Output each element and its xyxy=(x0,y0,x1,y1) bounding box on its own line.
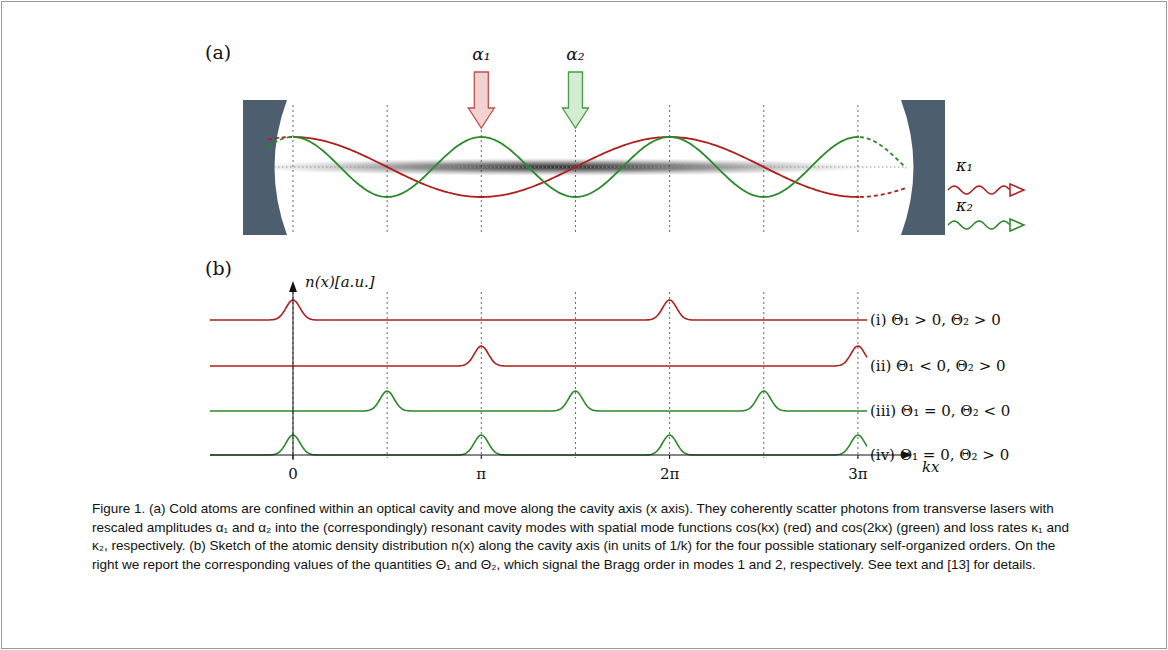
figure-label: n(x)[a.u.] xyxy=(305,274,375,291)
arrow-head xyxy=(1010,184,1024,196)
density-profile xyxy=(210,346,867,366)
arrow-head xyxy=(1010,219,1024,231)
axis-tick xyxy=(481,455,482,459)
axis-tick xyxy=(669,455,670,459)
density-axis xyxy=(293,290,294,460)
kx-axis xyxy=(210,455,902,456)
figure-label: 3π xyxy=(848,466,867,483)
density-profile xyxy=(210,391,867,411)
pump-arrow xyxy=(562,72,588,128)
figure-label: α₂ xyxy=(566,45,584,64)
figure-label: α₁ xyxy=(472,45,490,64)
figure-label: (a) xyxy=(205,42,231,63)
figure-label: (b) xyxy=(205,258,232,279)
mode-function xyxy=(293,137,859,197)
guide-lines xyxy=(293,105,858,458)
figure-label: κ₂ xyxy=(956,197,973,215)
density-profile xyxy=(210,300,867,320)
figure-caption: Figure 1. (a) Cold atoms are confined wi… xyxy=(92,500,1077,575)
atom-cloud xyxy=(240,158,880,176)
mode-function-dashed xyxy=(860,137,906,168)
figure-label: κ₁ xyxy=(956,157,973,175)
figure-label: (ii) Θ₁ < 0, Θ₂ > 0 xyxy=(870,358,1006,375)
pump-arrow xyxy=(468,72,494,128)
density-profile xyxy=(210,435,867,455)
figure-label: (i) Θ₁ > 0, Θ₂ > 0 xyxy=(870,312,1001,329)
mode-function xyxy=(293,137,859,197)
axis-tick xyxy=(857,455,858,459)
cavity-mirror xyxy=(243,100,287,235)
axis-arrow xyxy=(289,281,297,292)
figure-label: kx xyxy=(922,459,940,476)
figure-label: (iv) Θ₁ = 0, Θ₂ > 0 xyxy=(870,447,1009,464)
figure-label: π xyxy=(476,466,486,483)
cavity-mirror xyxy=(901,100,945,235)
figure-label: (iii) Θ₁ = 0, Θ₂ < 0 xyxy=(870,403,1010,420)
mode-function-dashed xyxy=(268,137,292,147)
figure-label: 0 xyxy=(288,466,298,483)
output-photon xyxy=(948,186,1010,194)
mode-function-dashed xyxy=(860,188,906,197)
figure-label: 2π xyxy=(660,466,679,483)
output-photon xyxy=(948,221,1010,229)
